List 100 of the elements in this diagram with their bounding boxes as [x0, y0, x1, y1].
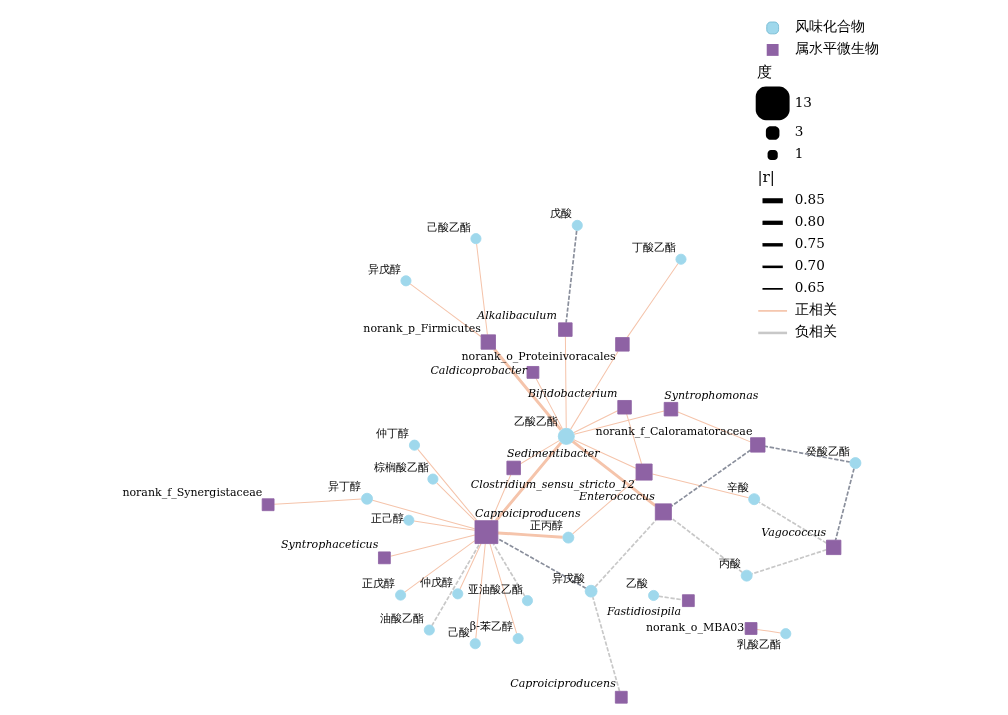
node-label: 丁酸乙酯 — [631, 241, 676, 255]
connector — [403, 540, 475, 593]
node-circle — [779, 628, 791, 640]
legend-label: 0.75 — [794, 235, 825, 252]
node-circle — [408, 439, 420, 451]
node-label: 己酸 — [447, 625, 470, 639]
node-box — [654, 503, 672, 521]
node-label: 丙酸 — [718, 557, 741, 571]
node-label: 癸酸乙酯 — [805, 444, 850, 458]
node-label: 棕榈酸乙酯 — [373, 460, 429, 474]
node-box — [749, 437, 765, 453]
node-circle — [423, 624, 435, 636]
node-label: norank_f_Synergistaceae — [121, 485, 262, 499]
connector — [757, 501, 827, 544]
label: |r| — [756, 167, 775, 186]
legend-label: 1 — [794, 145, 803, 162]
node-label: β-苯乙醇 — [469, 620, 513, 634]
connector — [475, 243, 488, 336]
connector — [492, 348, 562, 431]
connector — [430, 542, 481, 627]
node-circle — [584, 584, 597, 598]
connector — [569, 350, 619, 430]
connector — [564, 229, 577, 324]
connector — [591, 596, 620, 693]
node-label: 仲戊醇 — [419, 575, 453, 589]
connector — [593, 519, 657, 588]
connector — [670, 449, 751, 507]
node-label: Caldicoprobacter — [429, 364, 527, 378]
node-box — [480, 334, 496, 350]
node-circle — [647, 589, 659, 601]
node-label: Enterococcus — [578, 489, 655, 503]
connector — [273, 498, 362, 505]
connector — [571, 440, 656, 507]
connector — [435, 482, 475, 522]
connector — [474, 543, 486, 640]
node-box — [261, 498, 274, 512]
node-box — [377, 551, 391, 565]
connector — [371, 499, 475, 530]
legend-label: 0.80 — [794, 213, 825, 230]
node-box — [506, 460, 521, 476]
node-label: 辛酸 — [726, 480, 749, 494]
legend-label: 0.70 — [794, 257, 825, 274]
connector — [494, 441, 562, 522]
node-box — [614, 337, 630, 352]
node-circle — [399, 275, 411, 287]
node-label: Syntrophomonas — [663, 388, 758, 402]
node-box — [681, 594, 695, 607]
node-circle — [360, 492, 373, 505]
connector — [497, 531, 563, 539]
node-label: 乙酸乙酯 — [513, 415, 558, 429]
node-label: 戊酸 — [549, 207, 572, 221]
node-box — [635, 463, 653, 481]
node-circle — [747, 493, 760, 506]
connector — [490, 474, 511, 522]
connector — [625, 413, 642, 465]
connector — [626, 263, 679, 338]
connector — [756, 628, 781, 634]
label: 度 — [756, 62, 772, 81]
connector — [496, 537, 587, 590]
node-label: 异戊醇 — [367, 262, 401, 276]
connector — [409, 283, 481, 337]
legend-label: 属水平微生物 — [794, 40, 879, 57]
node-label: norank_o_MBA03 — [645, 621, 744, 635]
node-label: Bifidobacterium — [527, 386, 618, 400]
connector — [459, 543, 481, 590]
node-label: 仲丁醇 — [375, 427, 409, 441]
node-box — [526, 366, 539, 379]
node-label: 乙酸 — [626, 577, 648, 591]
legend-label: 负相关 — [794, 323, 837, 340]
node-circle — [849, 457, 861, 469]
connector — [492, 542, 526, 598]
connector — [834, 467, 855, 541]
node-label: norank_p_Firmicutes — [362, 321, 481, 335]
node-box — [557, 322, 573, 337]
node-label: 异丁醇 — [327, 480, 361, 494]
node-label: 亚油酸乙酯 — [467, 582, 523, 596]
connector — [572, 410, 618, 434]
node-circle — [512, 633, 524, 645]
node-label: Syntrophaceticus — [280, 538, 378, 552]
connector — [416, 448, 477, 521]
node-label: norank_o_Proteinivoracales — [460, 349, 616, 363]
node-label: norank_f_Caloramatoraceae — [595, 424, 752, 438]
node-circle — [394, 589, 406, 601]
node-box — [616, 400, 632, 415]
node-circle — [675, 253, 686, 265]
connector — [412, 520, 475, 531]
node-label: Vagococcus — [760, 526, 826, 540]
node-box — [825, 539, 841, 556]
node-label: 异戊酸 — [551, 572, 585, 586]
node-label: 己酸乙酯 — [426, 220, 471, 234]
node-circle — [740, 569, 753, 582]
connector — [750, 548, 827, 575]
node-circle — [561, 531, 574, 544]
connector — [571, 478, 636, 535]
legend-label: 13 — [794, 93, 812, 110]
node-label: Fastidiosipila — [606, 604, 681, 618]
connector — [573, 410, 665, 435]
node-label: 正丙醇 — [529, 519, 563, 533]
connector — [657, 595, 683, 601]
connector — [572, 439, 636, 469]
